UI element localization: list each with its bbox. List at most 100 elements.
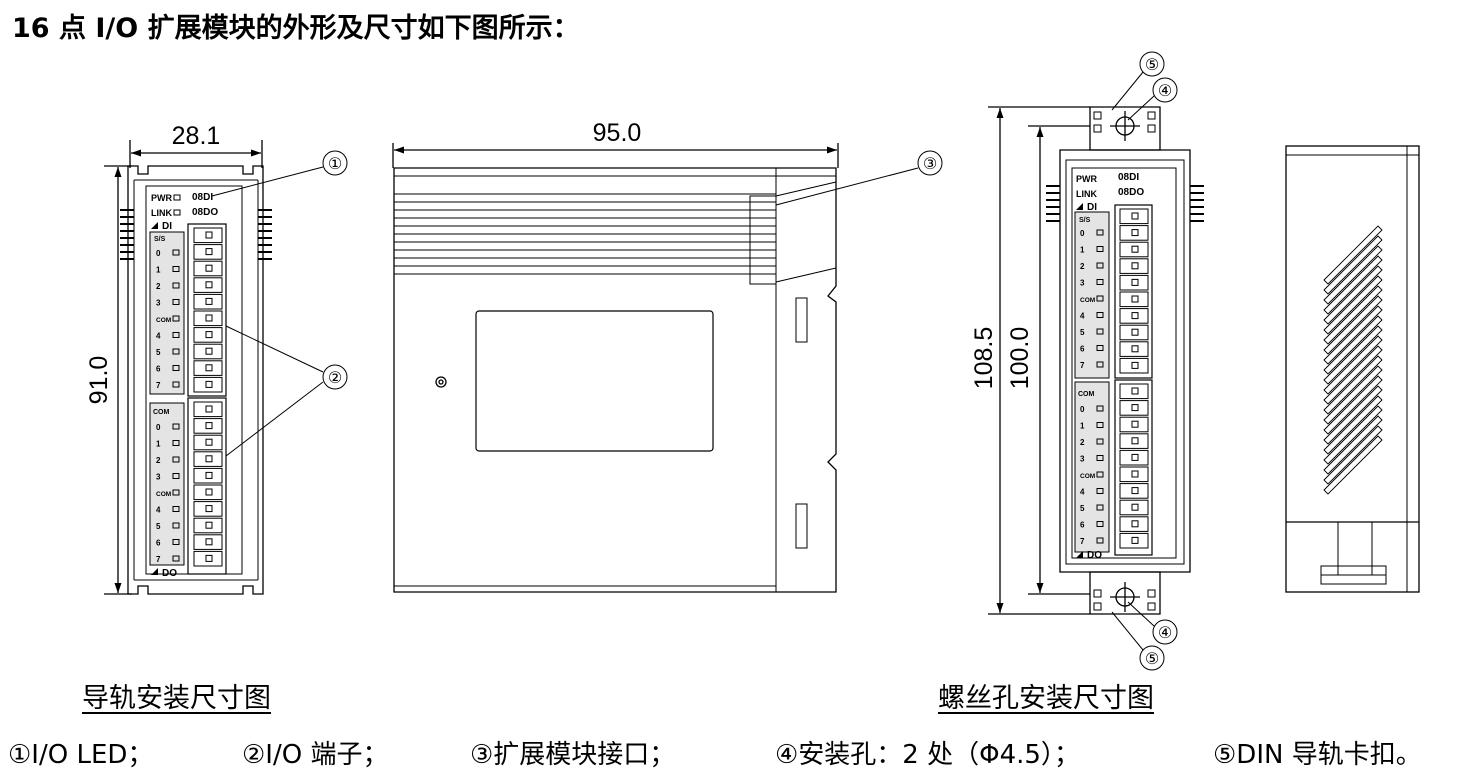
channel-led	[172, 249, 180, 256]
terminal-screw	[1131, 245, 1139, 253]
channel-label: 2	[1080, 438, 1085, 447]
channel-led	[172, 348, 180, 355]
vent-slot	[1323, 375, 1383, 435]
terminal-screw	[1131, 345, 1139, 353]
com-label: COM	[153, 409, 170, 416]
channel-led	[172, 522, 180, 529]
channel-led	[1096, 295, 1104, 302]
mount-pwr-label: PWR	[1076, 174, 1097, 184]
terminal-screw	[205, 538, 213, 546]
terminal-cell	[193, 360, 223, 376]
callout-1: ①	[328, 156, 342, 173]
di-label: DI	[162, 221, 172, 232]
terminal-screw	[205, 380, 213, 388]
terminal-screw	[1131, 328, 1139, 336]
mount-link-label: LINK	[1076, 189, 1097, 199]
terminal-cell	[1119, 208, 1149, 225]
front-view	[104, 140, 272, 595]
dim-depth-95-0: 95.0	[593, 119, 642, 147]
mount-do-label: DO	[1087, 550, 1102, 561]
channel-label: COM	[1080, 297, 1095, 304]
vent-slot	[1323, 365, 1383, 425]
terminal-cell	[1119, 225, 1149, 241]
terminal-cell	[1119, 241, 1149, 258]
channel-label: 0	[156, 249, 161, 258]
terminal-screw	[1131, 453, 1139, 461]
legend: ①I/O LED； ②I/O 端子； ③扩展模块接口； ④安装孔：2 处（Φ4.…	[0, 734, 1468, 774]
terminal-cell	[193, 227, 223, 244]
side-view	[392, 143, 839, 593]
channel-label: 5	[156, 348, 161, 357]
channel-label: 3	[1080, 455, 1085, 464]
terminal-cell	[193, 434, 223, 451]
channel-label: 4	[1080, 312, 1085, 321]
channel-label: 6	[1080, 345, 1085, 354]
dim-height-91-0: 91.0	[85, 356, 113, 405]
terminal-cell	[193, 343, 223, 360]
channel-led	[1096, 345, 1104, 351]
vent-slot	[1323, 435, 1383, 495]
vent-slot	[1323, 225, 1383, 285]
caption-rail: 导轨安装尺寸图	[82, 683, 271, 714]
vent-slot	[1323, 415, 1383, 475]
mount-do-marker-icon	[1076, 551, 1083, 558]
terminal-screw	[1131, 278, 1139, 286]
channel-label: 0	[156, 423, 161, 432]
vent-slot	[1323, 295, 1383, 355]
terminal-screw	[205, 297, 213, 305]
terminal-screw	[1131, 212, 1139, 220]
pwr-led	[173, 194, 181, 201]
terminal-cell	[1119, 274, 1149, 291]
channel-label: 3	[1080, 279, 1085, 288]
terminal-cell	[1119, 308, 1149, 324]
dim-height-108-5: 108.5	[970, 327, 998, 390]
channel-label: 0	[1080, 405, 1085, 414]
terminal-screw	[1131, 470, 1139, 478]
terminal-screw	[1131, 437, 1139, 445]
channel-led	[172, 315, 180, 322]
mount-terminal-block-out	[1119, 383, 1149, 549]
channel-led	[1096, 229, 1104, 236]
terminal-screw	[205, 405, 213, 413]
caption-screw: 螺丝孔安装尺寸图	[938, 683, 1154, 714]
vent-slot	[1323, 355, 1383, 415]
terminal-screw	[205, 505, 213, 513]
channel-label: 4	[1080, 488, 1085, 497]
dim-width-28-1: 28.1	[172, 122, 221, 150]
terminal-cell	[1119, 324, 1149, 341]
channel-label: 1	[1080, 422, 1085, 431]
terminal-screw	[205, 264, 213, 272]
channel-led	[172, 456, 180, 463]
terminal-screw	[205, 488, 213, 496]
terminal-cell	[193, 310, 223, 327]
terminal-cell	[193, 401, 223, 418]
terminal-cell	[193, 550, 223, 567]
vent-slot	[1323, 255, 1383, 315]
terminal-screw	[205, 314, 213, 322]
channel-label: 7	[1080, 537, 1085, 546]
channel-led	[1096, 361, 1104, 368]
side-vent-ribs	[394, 193, 776, 267]
legend-item-terminal: ②I/O 端子；	[242, 740, 389, 770]
vent-slot	[1323, 325, 1383, 385]
channel-label: 1	[156, 440, 161, 449]
model-in-label: 08DI	[192, 192, 213, 203]
terminal-screw	[1131, 503, 1139, 511]
vent-slot	[1323, 275, 1383, 335]
mount-ss-label: S/S	[1079, 217, 1091, 224]
terminal-screw	[205, 438, 213, 446]
screw-mount-view	[988, 106, 1204, 615]
channel-label: 7	[156, 381, 161, 390]
vent-slot	[1323, 385, 1383, 445]
channel-led	[172, 555, 180, 562]
channel-label: 6	[156, 365, 161, 374]
terminal-screw	[1131, 536, 1139, 544]
channel-label: 0	[1080, 229, 1085, 238]
channel-label: 1	[156, 266, 161, 275]
terminal-cell	[1119, 483, 1149, 499]
channel-led	[172, 539, 180, 545]
vent-slot	[1323, 425, 1383, 485]
vent-slot	[1323, 265, 1383, 325]
